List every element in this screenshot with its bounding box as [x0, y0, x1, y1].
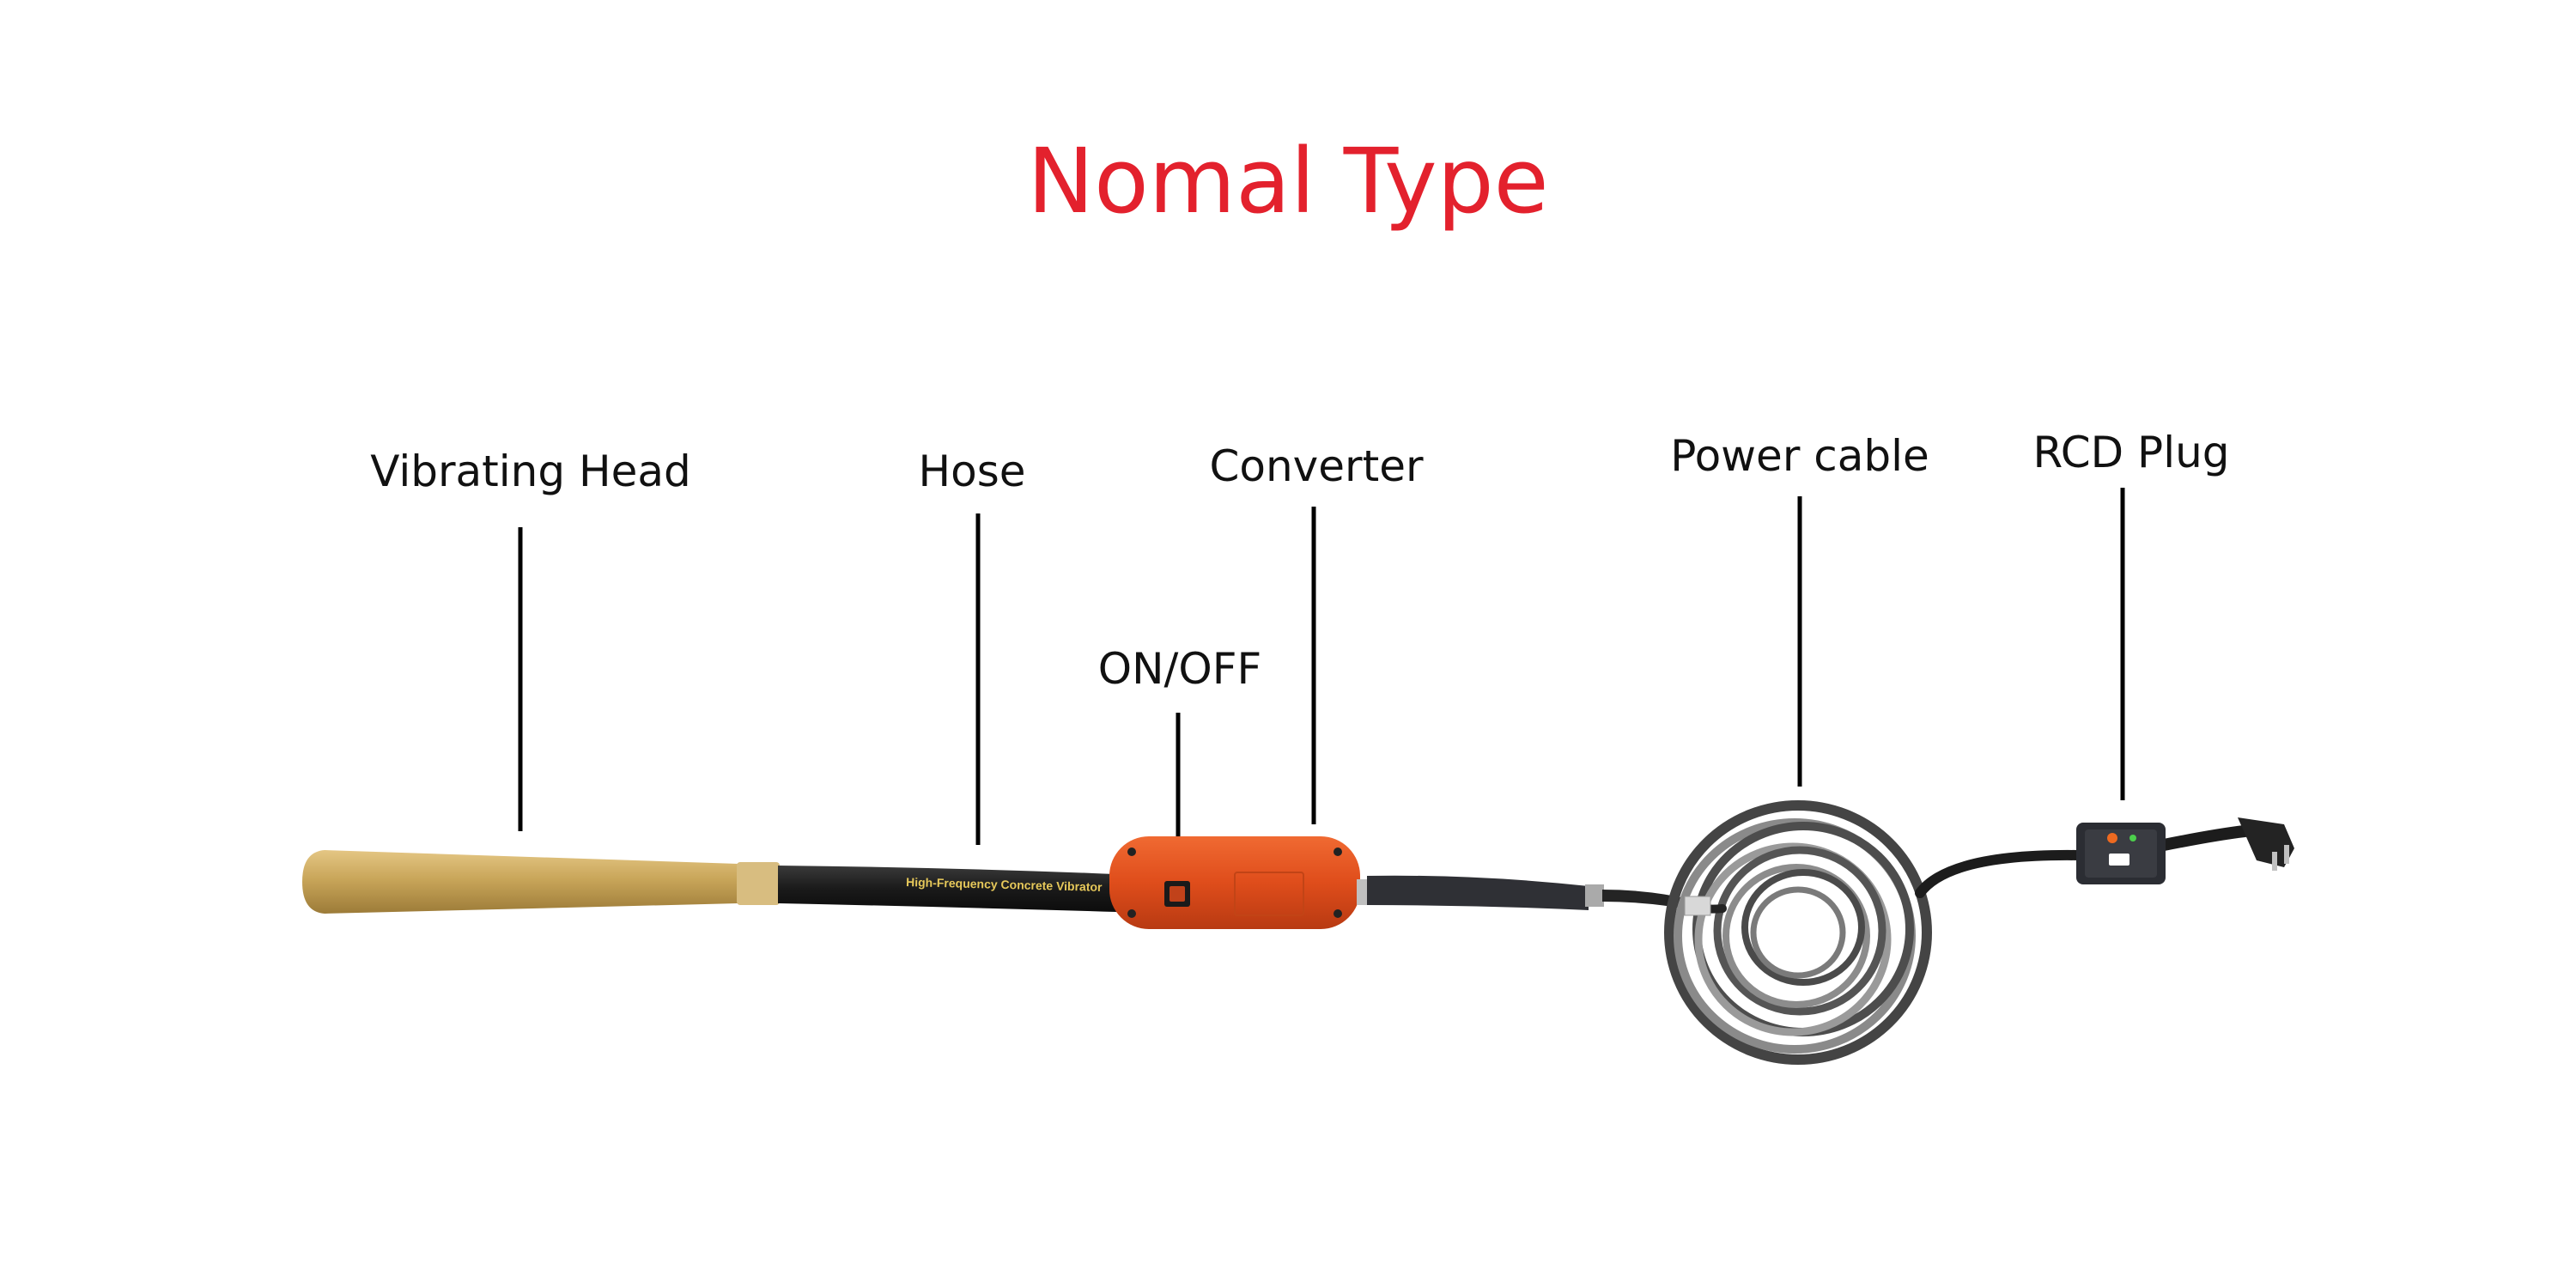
converter-output-hose — [1357, 875, 1693, 910]
label-on-off: ON/OFF — [1097, 644, 1262, 694]
leader-on-off — [1176, 713, 1181, 872]
leader-converter — [1311, 507, 1316, 824]
on-off-switch — [1164, 881, 1190, 907]
leader-rcd-plug — [2120, 488, 2125, 800]
label-hose: Hose — [918, 447, 1026, 496]
schuko-plug — [2238, 817, 2294, 871]
leader-hose — [975, 513, 981, 845]
label-vibrating-head: Vibrating Head — [370, 447, 691, 496]
converter — [1109, 836, 1360, 929]
rcd-cable — [1915, 825, 2251, 898]
label-rcd-plug: RCD Plug — [2032, 428, 2230, 477]
vibrating-head — [302, 850, 780, 914]
leader-vibrating-head — [518, 527, 523, 831]
label-converter: Converter — [1209, 441, 1424, 491]
leader-power-cable — [1797, 496, 1802, 787]
label-power-cable: Power cable — [1670, 431, 1929, 481]
rcd-plug — [2076, 823, 2166, 884]
page-title: Nomal Type — [1027, 129, 1549, 234]
power-cable-coil — [1664, 800, 1932, 1065]
hose-print: High-Frequency Concrete Vibrator — [906, 875, 1103, 894]
hose: High-Frequency Concrete Vibrator — [778, 866, 1116, 912]
